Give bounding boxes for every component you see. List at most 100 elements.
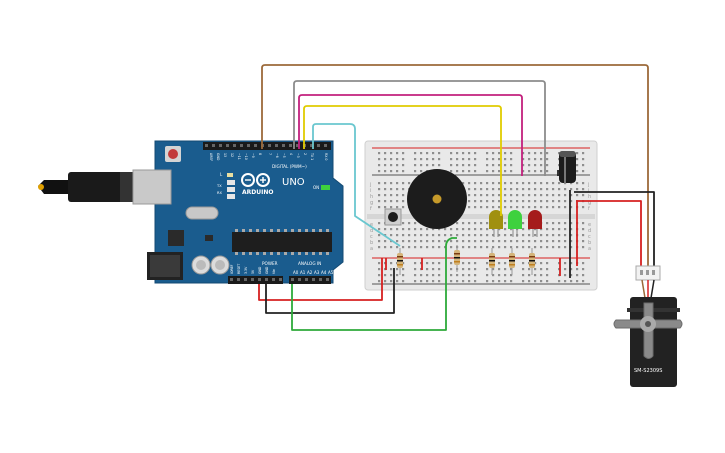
hole <box>456 240 459 243</box>
hole <box>468 222 471 225</box>
hole <box>522 200 525 203</box>
hole <box>504 188 507 191</box>
hole <box>498 158 501 161</box>
hole <box>426 158 429 161</box>
hole <box>390 158 393 161</box>
hole <box>504 152 507 155</box>
wire-black-servo <box>574 191 655 268</box>
hole <box>486 164 489 167</box>
voltage-regulator <box>168 230 184 246</box>
hole <box>564 188 567 191</box>
hole <box>540 246 543 249</box>
hole <box>516 194 519 197</box>
hole <box>522 188 525 191</box>
hole <box>408 222 411 225</box>
hole <box>552 206 555 209</box>
hole <box>570 200 573 203</box>
hole <box>510 280 513 283</box>
hole <box>378 188 381 191</box>
hole <box>534 274 537 277</box>
hole <box>450 246 453 249</box>
wire-green-analog <box>291 237 457 331</box>
hole <box>540 234 543 237</box>
hole <box>474 194 477 197</box>
hole <box>468 234 471 237</box>
hole <box>522 234 525 237</box>
hole <box>498 194 501 197</box>
hole <box>444 234 447 237</box>
hole <box>522 170 525 173</box>
hole <box>516 200 519 203</box>
hole <box>546 274 549 277</box>
hole <box>305 278 308 281</box>
hole <box>396 170 399 173</box>
hole <box>564 222 567 225</box>
row-letter: d <box>370 228 373 234</box>
hole <box>438 240 441 243</box>
led-green <box>508 210 522 237</box>
pin-label: ~6 <box>275 153 279 158</box>
hole <box>576 280 579 283</box>
hole <box>576 182 579 185</box>
hole <box>298 252 301 255</box>
pin-label: ~10 <box>244 153 248 160</box>
hole <box>270 252 273 255</box>
hole <box>396 268 399 271</box>
hole <box>510 234 513 237</box>
hole <box>378 222 381 225</box>
hole <box>310 144 313 147</box>
hole <box>456 222 459 225</box>
row-letter: a <box>588 246 591 252</box>
hole <box>396 280 399 283</box>
hole <box>396 234 399 237</box>
hole <box>492 206 495 209</box>
pushbutton[interactable] <box>384 208 402 226</box>
hole <box>480 200 483 203</box>
hole <box>498 246 501 249</box>
hole <box>498 240 501 243</box>
hole <box>414 262 417 265</box>
hole <box>582 240 585 243</box>
hole <box>522 280 525 283</box>
breadboard-row-letters-top: j i h g f j i h g f <box>369 182 591 212</box>
hole <box>468 268 471 271</box>
hole <box>468 170 471 173</box>
hole <box>450 234 453 237</box>
hole <box>462 274 465 277</box>
hole <box>522 152 525 155</box>
hole <box>450 262 453 265</box>
hole <box>486 188 489 191</box>
hole <box>396 274 399 277</box>
hole <box>426 164 429 167</box>
hole <box>402 234 405 237</box>
hole <box>432 274 435 277</box>
hole <box>265 278 268 281</box>
hole <box>516 182 519 185</box>
hole <box>420 240 423 243</box>
hole <box>564 200 567 203</box>
hole <box>486 206 489 209</box>
hole <box>277 229 280 232</box>
hole <box>540 268 543 271</box>
hole <box>504 246 507 249</box>
hole <box>498 182 501 185</box>
hole <box>510 194 513 197</box>
hole <box>438 274 441 277</box>
hole <box>456 170 459 173</box>
hole <box>576 158 579 161</box>
hole <box>468 280 471 283</box>
hole <box>456 158 459 161</box>
hole <box>528 164 531 167</box>
hole <box>384 170 387 173</box>
hole <box>414 228 417 231</box>
hole <box>558 222 561 225</box>
hole <box>546 262 549 265</box>
hole <box>480 188 483 191</box>
hole <box>540 158 543 161</box>
hole <box>528 274 531 277</box>
hole <box>528 240 531 243</box>
hole <box>564 194 567 197</box>
hole <box>319 278 322 281</box>
hole <box>570 268 573 271</box>
hole <box>570 274 573 277</box>
